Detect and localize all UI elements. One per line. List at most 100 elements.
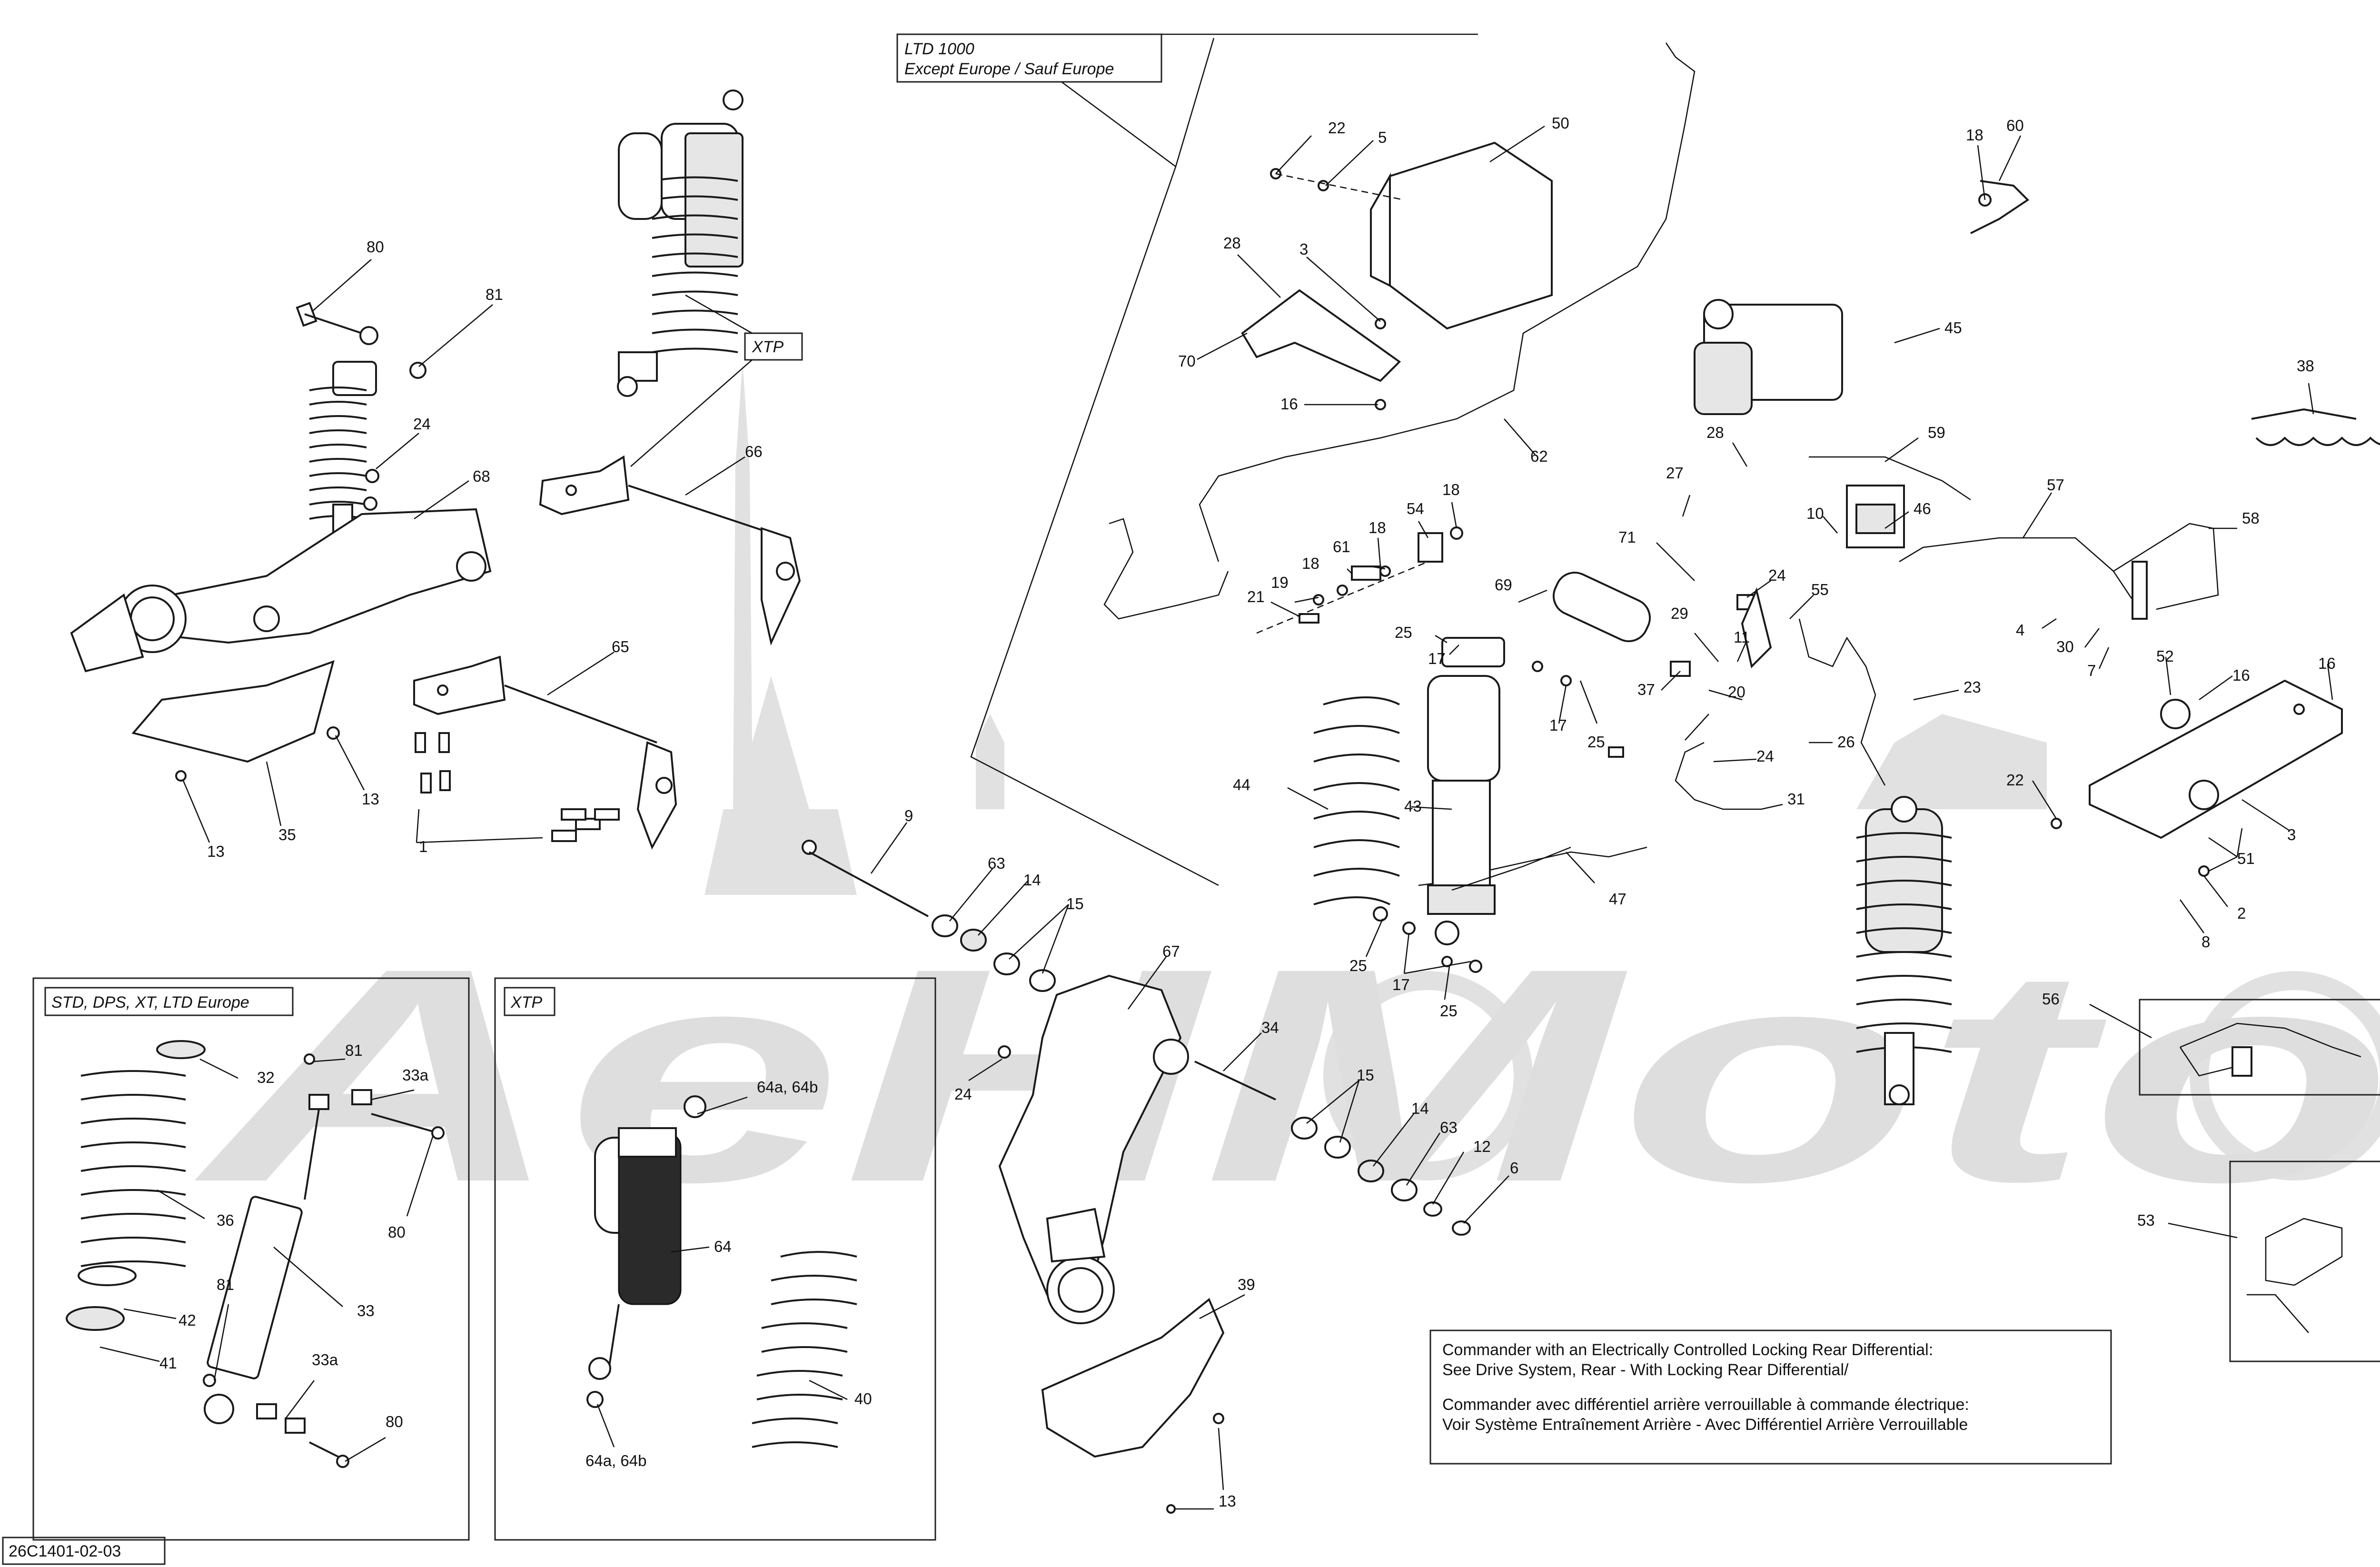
callout-53: 53 [2137, 1211, 2155, 1229]
right-shock-assembly [1856, 796, 1952, 1105]
callout-65: 65 [612, 638, 629, 655]
xtp-tag-label: XTP [752, 338, 783, 356]
callout-13: 13 [207, 843, 225, 860]
pivot-bushings [932, 914, 1056, 992]
callout-17: 17 [1549, 716, 1567, 734]
callout-59: 59 [1928, 424, 1945, 441]
note-line3: Commander avec différentiel arrière verr… [1442, 1396, 1969, 1414]
watermark-text: AeHMoto [189, 905, 2380, 1245]
callout-8: 8 [2202, 933, 2210, 951]
callout-40: 40 [854, 1390, 872, 1408]
ltd-boundary-line [1175, 38, 1215, 167]
callout-11: 11 [1734, 628, 1750, 646]
callout-30: 30 [2056, 638, 2074, 655]
coil-spring-44 [1313, 696, 1400, 905]
callout-1: 1 [419, 838, 427, 855]
callout-26: 26 [1837, 733, 1855, 751]
coil-line-38 [2251, 408, 2380, 446]
callout-69: 69 [1495, 576, 1512, 594]
skid-plate-39 [1041, 1298, 1225, 1514]
callout-44: 44 [1233, 776, 1250, 793]
callout-60: 60 [2006, 117, 2024, 134]
callout-64ab: 64a, 64b [757, 1078, 818, 1096]
callout-57: 57 [2047, 476, 2064, 494]
ltd-label-line1: LTD 1000 [904, 40, 974, 58]
note-line4: Voir Système Entraînement Arrière - Avec… [1442, 1416, 1968, 1434]
callout-numbers: 80 81 24 68 13 35 13 66 65 1 9 63 14 15 … [159, 114, 2336, 1510]
std-shock-assembly [66, 1040, 445, 1468]
callout-24: 24 [1756, 747, 1774, 765]
callout-81: 81 [345, 1041, 363, 1059]
xtp-shock-64 [586, 1095, 706, 1408]
callout-4: 4 [2016, 621, 2024, 639]
pivot-bolt-9 [802, 840, 929, 917]
callout-7: 7 [2087, 662, 2096, 679]
fittings-ltd [1256, 526, 1463, 634]
compressor-45 [1694, 299, 1843, 415]
callout-21: 21 [1247, 588, 1265, 605]
callout-13: 13 [362, 790, 379, 808]
callout-18: 18 [1368, 519, 1386, 536]
callout-34: 34 [1261, 1019, 1279, 1036]
callout-14: 14 [1411, 1100, 1429, 1117]
callout-43: 43 [1404, 797, 1422, 815]
callout-3: 3 [2287, 826, 2296, 843]
std-panel [32, 977, 470, 1541]
callout-71: 71 [1618, 528, 1636, 546]
sway-bar-65 [413, 655, 677, 850]
callout-16: 16 [1280, 395, 1298, 413]
callout-18: 18 [1302, 555, 1319, 572]
compressor-bracket-50 [1270, 141, 1553, 330]
sway-bar-66 [539, 455, 801, 646]
xtp-panel [494, 977, 936, 1541]
callout-24: 24 [1768, 566, 1786, 584]
callout-9: 9 [904, 807, 913, 824]
callout-14: 14 [1023, 871, 1041, 889]
callout-33: 33 [357, 1302, 375, 1319]
callout-10: 10 [1806, 505, 1824, 522]
callout-25: 25 [1395, 624, 1412, 641]
callout-16: 16 [2232, 666, 2250, 684]
callout-42: 42 [178, 1311, 196, 1329]
callout-80: 80 [367, 238, 384, 256]
callout-27: 27 [1666, 464, 1684, 482]
callout-12: 12 [1473, 1138, 1491, 1155]
lines-57-58-59 [1809, 456, 2219, 620]
callout-55: 55 [1811, 581, 1829, 598]
callout-66: 66 [745, 443, 763, 460]
callout-24: 24 [413, 415, 431, 433]
callout-80: 80 [386, 1413, 403, 1430]
xtp-panel-label-box [504, 987, 555, 1016]
callout-39: 39 [1238, 1276, 1255, 1293]
callout-36: 36 [217, 1211, 234, 1229]
callout-22: 22 [2006, 771, 2024, 789]
spring-40 [752, 1251, 857, 1448]
callout-50: 50 [1552, 114, 1569, 132]
callout-33a: 33a [402, 1066, 429, 1084]
callout-51: 51 [2237, 850, 2255, 867]
hose-60 [1970, 180, 2030, 234]
callout-38: 38 [2297, 357, 2314, 375]
callout-25: 25 [1349, 957, 1367, 974]
ltd-label-line2: Except Europe / Sauf Europe [904, 60, 1114, 78]
xtp-panel-label: XTP [510, 993, 542, 1012]
callout-15: 15 [1357, 1066, 1374, 1084]
air-line-62 [1103, 42, 1696, 620]
note-line1: Commander with an Electrically Controlle… [1442, 1341, 1933, 1359]
callout-22: 22 [1328, 119, 1346, 137]
callout-54: 54 [1407, 500, 1424, 517]
callout-47: 47 [1609, 890, 1626, 908]
callout-3: 3 [1299, 240, 1308, 258]
air-tank-69 [1552, 571, 1651, 643]
callout-25: 25 [1440, 1002, 1458, 1020]
callout-64ab: 64a, 64b [585, 1452, 646, 1469]
callout-24: 24 [954, 1085, 972, 1103]
callout-31: 31 [1787, 790, 1805, 808]
callout-46: 46 [1914, 500, 1931, 517]
callout-33a: 33a [312, 1351, 338, 1369]
callout-20: 20 [1728, 683, 1745, 701]
callout-56: 56 [2042, 990, 2060, 1008]
left-rear-shock-assembly [70, 302, 492, 782]
inset-56-box [2139, 999, 2380, 1096]
